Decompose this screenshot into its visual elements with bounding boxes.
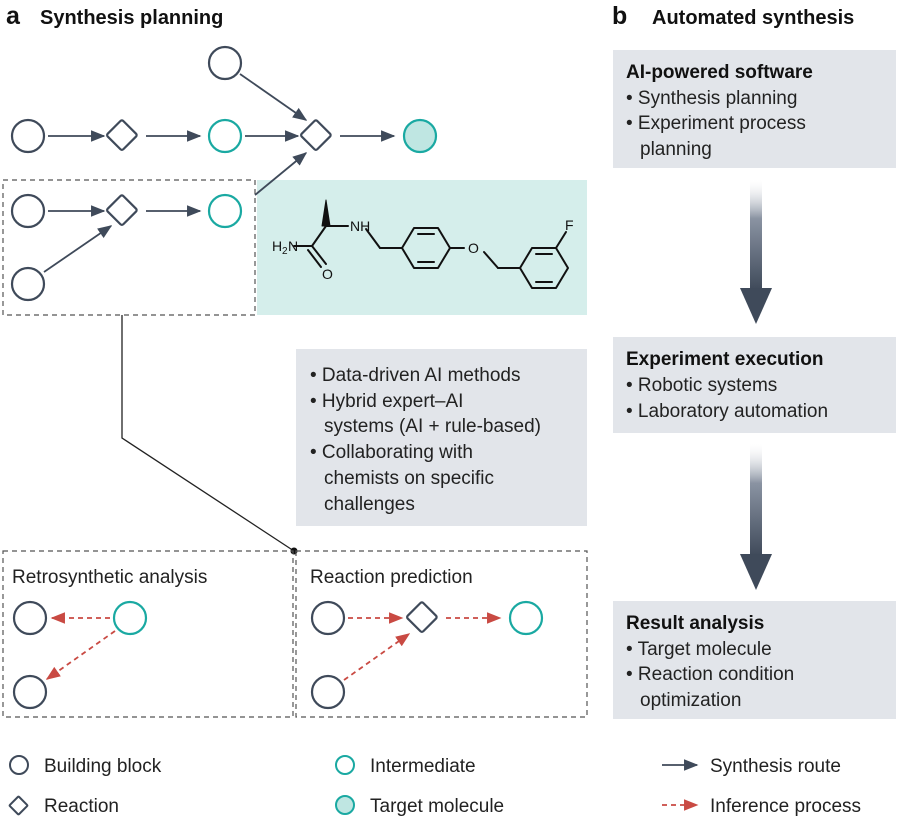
atom-sub-2: 2 — [282, 246, 288, 257]
building-block-node — [310, 674, 346, 710]
intermediate-node — [112, 600, 148, 636]
methods-box — [296, 349, 587, 526]
execution-box — [613, 337, 896, 433]
bond — [365, 228, 381, 249]
atom-f: F — [565, 217, 574, 233]
panel-a-letter: a — [6, 2, 21, 30]
reaction-prediction-frame — [295, 550, 588, 718]
atom-o-ether: O — [468, 240, 479, 256]
legend-reaction-label: Reaction — [44, 796, 119, 817]
legend: Building block Reaction Intermediate Tar… — [8, 755, 861, 817]
result-box-line: • Target molecule — [626, 639, 772, 660]
legend-inference-process-label: Inference process — [710, 796, 861, 817]
methods-line: challenges — [324, 494, 415, 515]
flow-arrow-shaft — [750, 444, 762, 556]
reaction-prediction-label: Reaction prediction — [310, 567, 473, 588]
result-box-line: • Reaction condition — [626, 664, 794, 685]
legend-intermediate-label: Intermediate — [370, 756, 476, 777]
panel-b-letter: b — [612, 2, 627, 30]
route-top — [10, 45, 438, 196]
building-block-node — [12, 674, 48, 710]
execution-box-line: • Laboratory automation — [626, 401, 828, 422]
molecule-atom-labels: NH H 2 N O O F — [272, 217, 574, 282]
methods-line: chemists on specific — [324, 468, 494, 489]
synthesis-route-arrow — [239, 73, 308, 121]
synthesis-route-arrow — [43, 225, 113, 273]
bond — [555, 231, 567, 249]
intermediate-node — [207, 193, 243, 229]
reaction-node — [406, 601, 438, 633]
legend-target-molecule-label: Target molecule — [370, 796, 504, 817]
molecule-structure — [293, 199, 569, 289]
atom-h: H — [272, 238, 282, 254]
panel-b-title: Automated synthesis — [652, 7, 854, 29]
methods-line: • Collaborating with — [310, 442, 473, 463]
bond — [311, 225, 327, 247]
bond — [483, 251, 499, 269]
reaction-node — [300, 119, 332, 151]
software-box — [613, 50, 896, 168]
building-block-node — [10, 193, 46, 229]
panel-b: b Automated synthesis AI-powered softwar… — [612, 2, 896, 719]
software-box-line: planning — [640, 139, 712, 160]
execution-box-title: Experiment execution — [626, 349, 823, 370]
benzene-ring — [519, 247, 569, 289]
route-inner — [10, 193, 243, 302]
bond — [311, 245, 327, 265]
connector-line — [121, 315, 295, 552]
software-box-line: • Synthesis planning — [626, 88, 797, 109]
result-box-title: Result analysis — [626, 613, 764, 634]
synthesis-route-arrow — [254, 152, 308, 196]
legend-intermediate-icon — [335, 755, 355, 775]
methods-list: • Data-driven AI methods • Hybrid expert… — [310, 365, 541, 515]
inference-arrow — [343, 633, 411, 681]
panel-a-title: Synthesis planning — [40, 7, 223, 29]
legend-target-molecule-icon — [335, 795, 355, 815]
result-box — [613, 601, 896, 719]
legend-synthesis-route-label: Synthesis route — [710, 756, 841, 777]
reaction-prediction-diagram — [310, 600, 544, 710]
methods-line: • Data-driven AI methods — [310, 365, 520, 386]
retrosynthetic-diagram — [12, 600, 148, 710]
building-block-node — [12, 600, 48, 636]
highlighted-route-frame — [2, 179, 256, 316]
retrosynthetic-frame — [2, 550, 294, 718]
target-molecule-node — [402, 118, 438, 154]
building-block-node — [207, 45, 243, 81]
software-box-line: • Experiment process — [626, 113, 806, 134]
flow-arrow-head — [740, 554, 772, 590]
building-block-node — [310, 600, 346, 636]
legend-reaction-icon — [8, 795, 29, 816]
bond — [307, 249, 322, 268]
software-box-title: AI-powered software — [626, 62, 813, 83]
execution-box-line: • Robotic systems — [626, 375, 777, 396]
methods-line: systems (AI + rule-based) — [324, 416, 541, 437]
atom-nh: NH — [350, 218, 370, 234]
legend-building-block-icon — [9, 755, 29, 775]
reaction-node — [106, 194, 138, 226]
flow-arrow-shaft — [750, 180, 762, 290]
intermediate-node — [508, 600, 544, 636]
methods-line: • Hybrid expert–AI — [310, 391, 463, 412]
retrosynthetic-label: Retrosynthetic analysis — [12, 567, 207, 588]
panel-a: a Synthesis planning — [2, 2, 588, 718]
reaction-node — [106, 119, 138, 151]
intermediate-node — [207, 118, 243, 154]
result-box-line: optimization — [640, 690, 741, 711]
flow-arrow-head — [740, 288, 772, 324]
inference-arrow — [45, 630, 116, 680]
atom-n: N — [288, 238, 298, 254]
building-block-node — [10, 118, 46, 154]
building-block-node — [10, 266, 46, 302]
legend-building-block-label: Building block — [44, 756, 162, 777]
atom-o-carbonyl: O — [322, 266, 333, 282]
